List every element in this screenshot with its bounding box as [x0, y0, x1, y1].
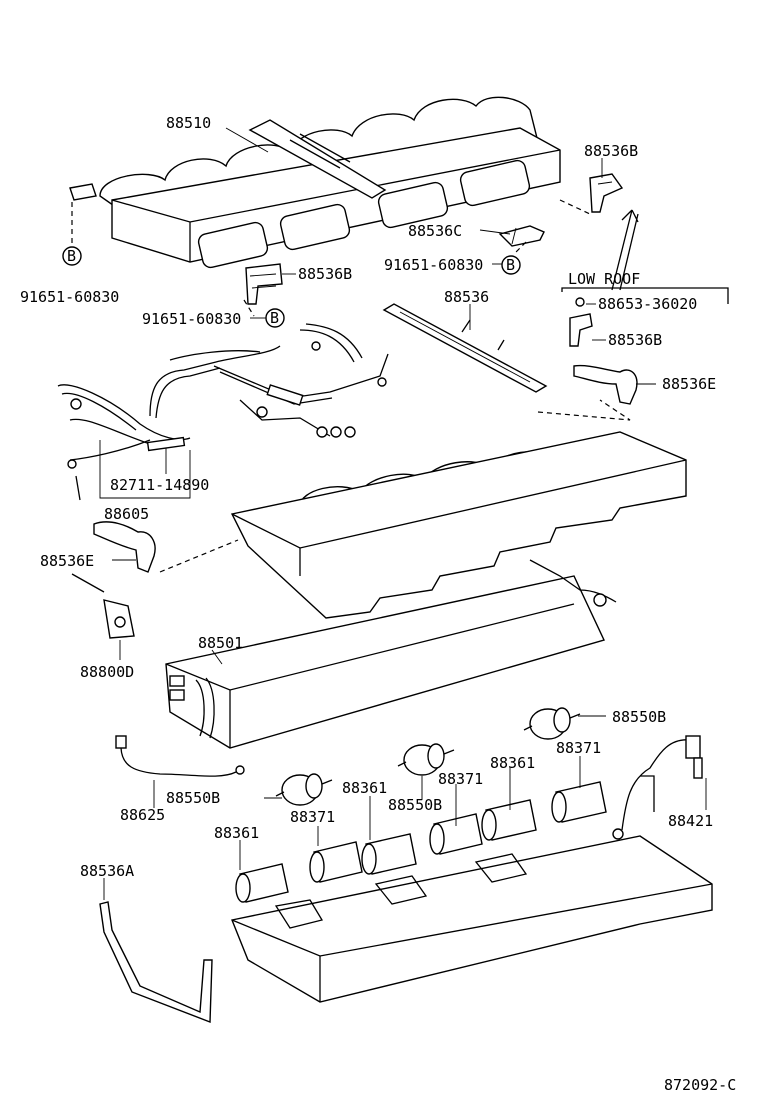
label-88536B-lowroof: 88536B	[608, 331, 662, 349]
label-88536: 88536	[444, 288, 489, 306]
bracket-88536B-mid	[245, 263, 283, 305]
figure-code: 872092-C	[664, 1076, 736, 1094]
bolt-marker-left-text: B	[67, 247, 76, 265]
part-labels: 88510 88536B 88536C 91651-60830 91651-60…	[20, 114, 736, 1094]
rail-88536	[382, 303, 548, 393]
label-88501: 88501	[198, 634, 243, 652]
label-91651-right: 91651-60830	[384, 256, 483, 274]
label-88653: 88653-36020	[598, 295, 697, 313]
label-88510: 88510	[166, 114, 211, 132]
label-88550B-left: 88550B	[166, 789, 220, 807]
fan-88371-left	[309, 841, 363, 883]
motor-88550B-right	[523, 707, 581, 740]
bolt-marker-left	[62, 246, 82, 266]
fan-wheels	[235, 781, 607, 903]
duct-88510	[69, 96, 561, 269]
lower-tray	[231, 835, 713, 1003]
label-88371-left: 88371	[290, 808, 335, 826]
label-low-roof: LOW ROOF	[568, 270, 640, 288]
label-88536C: 88536C	[408, 222, 462, 240]
label-82711: 82711-14890	[110, 476, 209, 494]
label-88371-right: 88371	[556, 739, 601, 757]
bolt-marker-mid	[265, 308, 285, 328]
label-88536B-top: 88536B	[584, 142, 638, 160]
motor-88550B-mid	[397, 743, 455, 776]
label-88625: 88625	[120, 806, 165, 824]
label-91651-mid: 91651-60830	[142, 310, 241, 328]
bracket-88536C	[498, 225, 545, 247]
bolt-marker-mid-text: B	[270, 309, 279, 327]
heater-core-88501	[165, 559, 617, 749]
label-88421: 88421	[668, 812, 713, 830]
sensor-88800D	[71, 573, 135, 639]
fan-88361-left	[235, 863, 289, 903]
bracket-88536E-left	[93, 521, 156, 573]
harness-88605	[57, 323, 389, 501]
label-88800D: 88800D	[80, 663, 134, 681]
label-88536B-mid: 88536B	[298, 265, 352, 283]
low-roof-parts	[561, 287, 729, 405]
label-88550B-right: 88550B	[612, 708, 666, 726]
fan-88371-right	[551, 781, 607, 823]
label-88536E-left: 88536E	[40, 552, 94, 570]
sensor-88421	[612, 735, 703, 840]
fan-88371-mid	[429, 813, 483, 855]
fan-88361-right	[481, 799, 537, 841]
label-88361-mid: 88361	[342, 779, 387, 797]
label-88536A: 88536A	[80, 862, 134, 880]
bolt-markers: B B B	[62, 246, 521, 328]
label-88605: 88605	[104, 505, 149, 523]
wire-88625	[115, 735, 245, 777]
cover-housing	[230, 431, 687, 619]
bracket-88536A	[99, 901, 213, 1024]
bolt-marker-right-text: B	[506, 256, 515, 274]
bracket-88536B-top	[589, 173, 624, 213]
label-88361-left: 88361	[214, 824, 259, 842]
fan-88361-mid	[361, 833, 417, 875]
label-88536E-right: 88536E	[662, 375, 716, 393]
label-91651-left: 91651-60830	[20, 288, 119, 306]
leader-lines	[71, 127, 707, 900]
bolt-marker-right	[501, 255, 521, 275]
label-88371-mid: 88371	[438, 770, 483, 788]
motor-88550B-left	[275, 773, 333, 806]
label-88361-right: 88361	[490, 754, 535, 772]
label-88550B-mid: 88550B	[388, 796, 442, 814]
